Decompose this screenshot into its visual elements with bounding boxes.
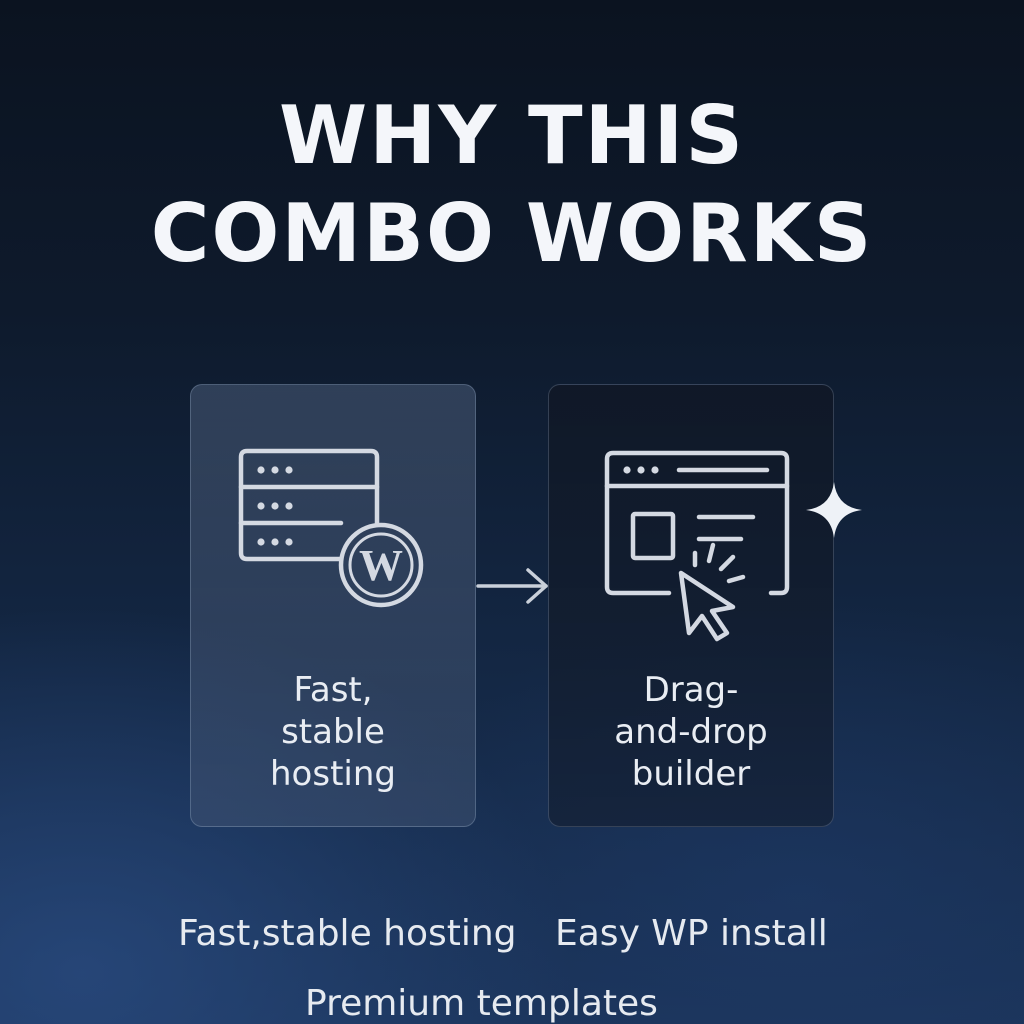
builder-card: Drag- and-drop builder (548, 384, 834, 827)
svg-text:W: W (359, 541, 403, 590)
hosting-card-label: Fast, stable hosting (270, 670, 396, 794)
feature-fast-stable-hosting: Fast,stable hosting (178, 913, 517, 954)
sparkle-icon (806, 482, 862, 538)
arrow-right-icon (476, 568, 548, 604)
hosting-card: W Fast, stable hosting (190, 384, 476, 827)
feature-premium-templates: Premium templates (305, 983, 658, 1024)
headline-line-1: WHY THIS (279, 89, 745, 182)
headline-line-2: COMBO WORKS (150, 187, 874, 280)
feature-easy-wp-install: Easy WP install (555, 913, 828, 954)
browser-cursor-icon (604, 450, 790, 642)
server-wordpress-icon: W (238, 448, 424, 608)
builder-card-label: Drag- and-drop builder (614, 670, 768, 794)
